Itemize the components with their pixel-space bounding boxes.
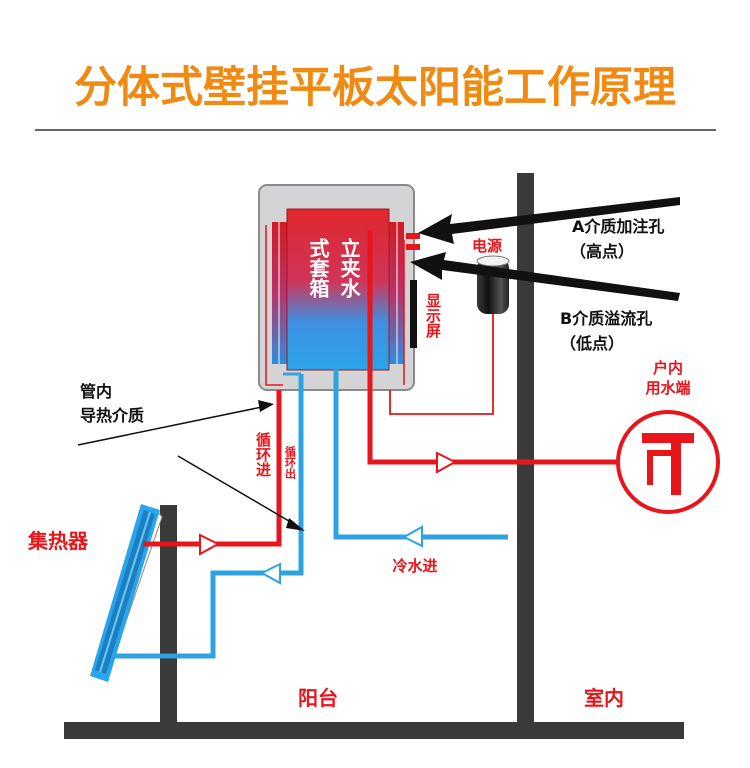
balcony-label: 阳台 [298,686,338,710]
hot-water-pipe [367,230,620,465]
floor [64,722,684,739]
loop-in-label: 循环进 [254,431,272,477]
indoor-label: 室内 [584,686,624,710]
inlet-a-sub-label: （高点） [570,242,634,261]
cold-water-pipe [333,368,508,540]
overflow-b-sub-label: （低点） [560,334,624,353]
overflow-b-label: B介质溢流孔 [560,309,652,328]
collector-label: 集热器 [27,529,89,553]
power-label: 电源 [472,237,502,255]
display-screen [410,280,417,348]
power-cable [389,314,494,415]
medium-label: 管内 [80,382,112,401]
water-tank [258,184,420,391]
page-title: 分体式壁挂平板太阳能工作原理 [74,63,676,113]
solar-collector [90,504,163,682]
loop-in-pipe [143,390,282,547]
display-label: 显示屏 [424,293,442,339]
loop-out-label: 循环出 [284,445,297,480]
fill-port-arrow [418,197,680,244]
medium-pointer-1 [77,406,263,446]
tank-label-right: 立夹水 [337,237,361,299]
right-wall [517,173,534,733]
faucet-icon [616,410,720,514]
loop-out-pipe [115,374,304,659]
medium-label-2: 导热介质 [80,406,144,425]
loop-out-arrow [259,562,281,585]
inlet-a-label: A介质加注孔 [572,217,664,236]
balcony-wall [160,505,177,733]
tank-label-left: 式套箱 [306,238,330,299]
cold-in-label: 冷水进 [392,557,437,575]
loop-in-arrow [199,533,221,556]
indoor-use-label-2: 用水端 [645,379,690,397]
cold-water-arrow [401,525,423,548]
power-unit [476,255,510,314]
medium-pointer-2 [177,455,295,525]
overflow-port-arrow [410,252,680,301]
hot-water-arrow [436,451,458,474]
indoor-use-label: 户内 [653,359,683,377]
